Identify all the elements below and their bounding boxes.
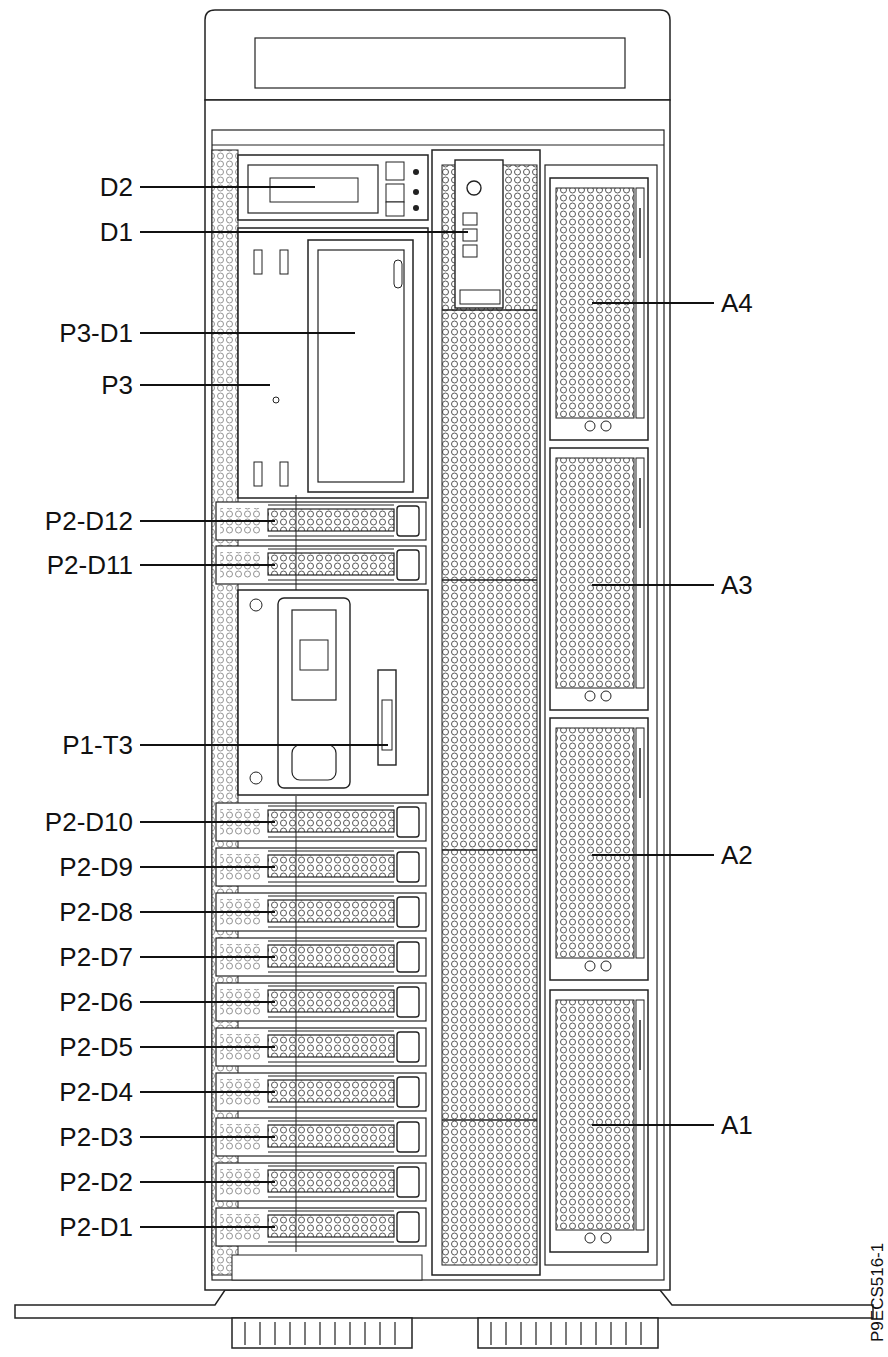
callout-label: P3 <box>101 370 133 400</box>
callout-label: P2-D12 <box>45 506 133 536</box>
callout-label: P2-D6 <box>59 987 133 1017</box>
callout-label: P2-D5 <box>59 1032 133 1062</box>
drive-slots <box>216 495 426 1252</box>
callout-label: A1 <box>721 1110 753 1140</box>
callout-label: A2 <box>721 840 753 870</box>
callout-label: P1-T3 <box>62 730 133 760</box>
callout-label: P2-D4 <box>59 1077 133 1107</box>
callout-label: D1 <box>100 217 133 247</box>
callout-label: P3-D1 <box>59 318 133 348</box>
figure-id: P9ECS516-1 <box>868 1243 888 1342</box>
callout-label: P2-D9 <box>59 852 133 882</box>
leader-lines <box>140 187 714 1227</box>
callout-label: D2 <box>100 172 133 202</box>
callout-label: A4 <box>721 288 753 318</box>
callout-label: P2-D2 <box>59 1167 133 1197</box>
callout-label: P2-D1 <box>59 1212 133 1242</box>
power-supplies <box>545 165 657 1265</box>
usb-panel <box>238 590 428 795</box>
callout-label: P2-D11 <box>47 550 133 580</box>
callout-label: P2-D7 <box>59 942 133 972</box>
media-bay <box>238 228 428 498</box>
fan-column <box>432 150 540 1275</box>
callout-label: P2-D8 <box>59 897 133 927</box>
callout-label: P2-D3 <box>59 1122 133 1152</box>
chassis <box>205 10 670 1290</box>
callout-label: P2-D10 <box>45 807 133 837</box>
callout-label: A3 <box>721 570 753 600</box>
base-feet <box>15 1290 873 1348</box>
